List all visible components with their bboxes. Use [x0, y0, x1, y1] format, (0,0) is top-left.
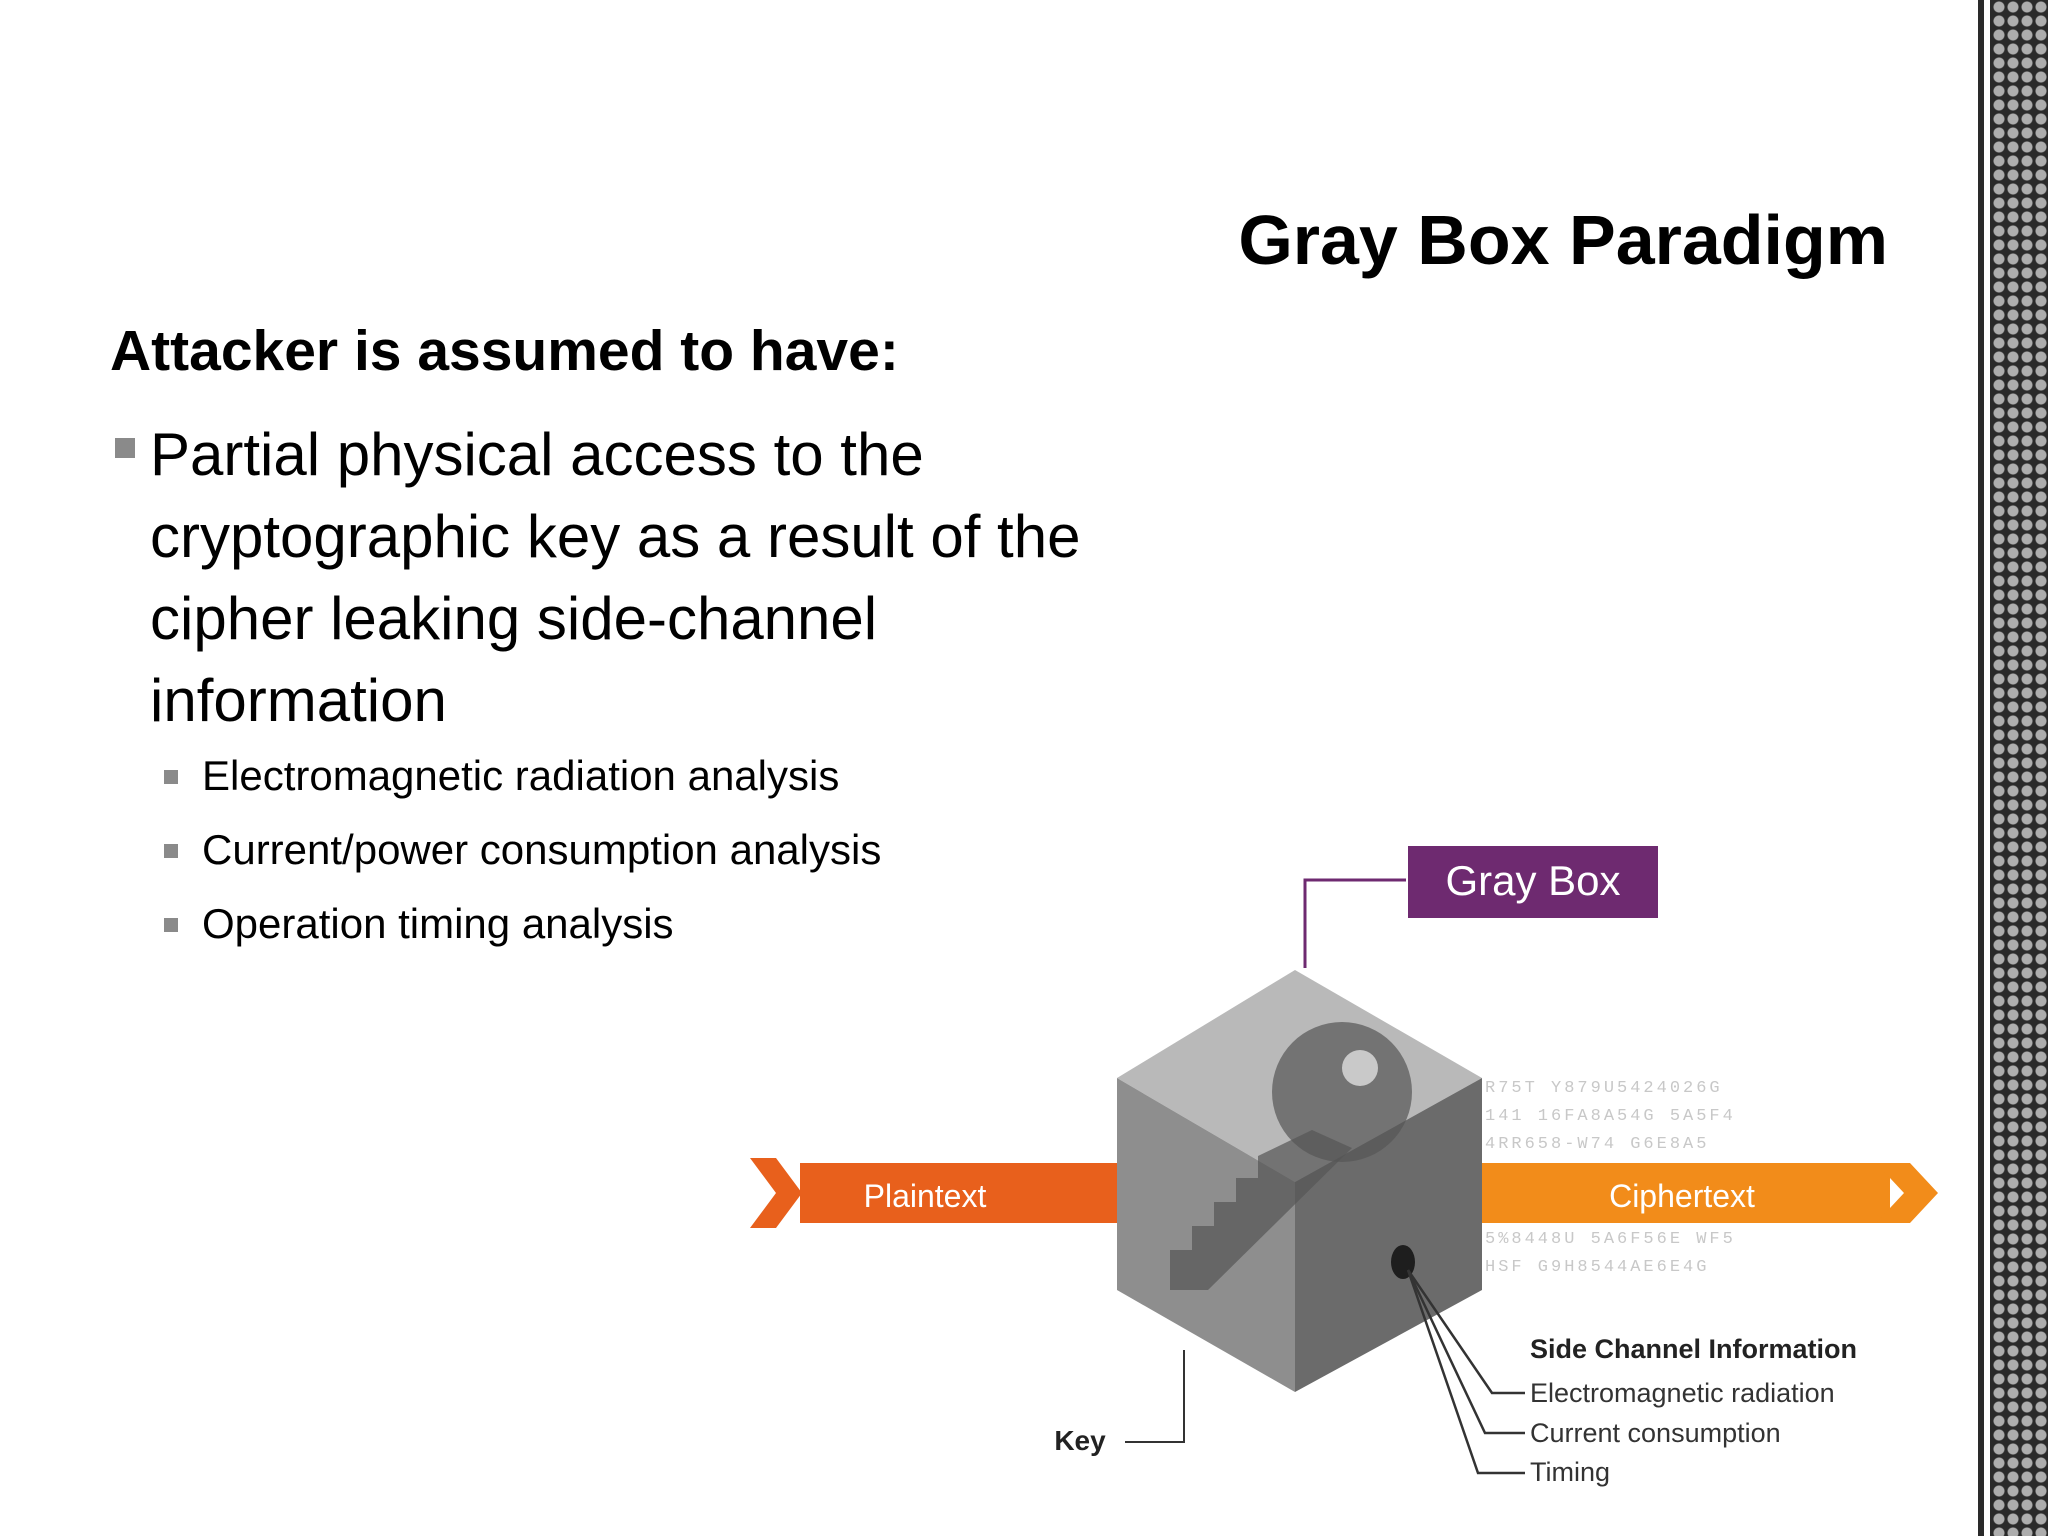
side-channel-title: Side Channel Information [1530, 1334, 1857, 1364]
plaintext-chevron [750, 1158, 802, 1228]
slide-border-pattern [1992, 0, 2048, 1536]
ciphertext-label: Ciphertext [1609, 1178, 1755, 1214]
sub-bullet-marker [164, 844, 178, 858]
plaintext-arrow [800, 1163, 1180, 1223]
key-icon [1170, 1022, 1412, 1290]
sub-bullet-marker [164, 770, 178, 784]
key-label: Key [1054, 1425, 1106, 1456]
noise-text: 4RR658-W74 G6E8A5 [1485, 1135, 1709, 1154]
gray-box-leader-line [1303, 878, 1406, 968]
main-bullet-text: Partial physical access to the cryptogra… [150, 421, 1081, 734]
gray-box-label-box [1408, 846, 1658, 918]
noise-text: 141 16FA8A54G 5A5F4 [1485, 1107, 1736, 1126]
side-channel-item: Electromagnetic radiation [1530, 1378, 1835, 1408]
noise-text: HSF G9H8544AE6E4G [1485, 1258, 1709, 1277]
slide-heading: Attacker is assumed to have: [110, 319, 899, 383]
sub-bullet-2: Current/power consumption analysis [202, 826, 882, 873]
bullet-marker [115, 438, 135, 458]
side-channel-item: Timing [1530, 1457, 1610, 1487]
ciphertext-arrow [1480, 1163, 1890, 1223]
slide-border-line [1984, 0, 1990, 1536]
sub-bullet-3: Operation timing analysis [202, 900, 674, 947]
sub-bullet-1: Electromagnetic radiation analysis [202, 752, 840, 799]
noise-text: 5%8448U 5A6F56E WF5 [1485, 1230, 1736, 1249]
sub-bullet-marker [164, 918, 178, 932]
noise-text: R75T Y879U5424026G [1485, 1079, 1723, 1098]
gray-box-label: Gray Box [1445, 857, 1620, 904]
key-leader-line [1125, 1350, 1185, 1443]
plaintext-label: Plaintext [864, 1178, 987, 1214]
slide-title: Gray Box Paradigm [1238, 201, 1888, 279]
side-channel-item: Current consumption [1530, 1418, 1781, 1448]
gray-box-diagram: Gray Box R75T Y879U5424026G 141 16FA8A54… [740, 830, 1980, 1510]
ciphertext-chevron [1876, 1163, 1938, 1223]
